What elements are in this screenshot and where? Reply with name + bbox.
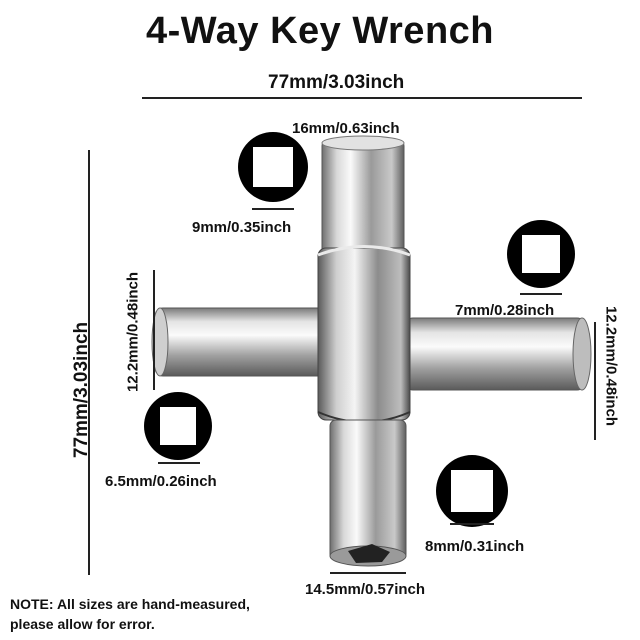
right-arm-label: 12.2mm/0.48inch [602,305,620,427]
overall-width-label: 77mm/3.03inch [268,72,405,93]
socket-9mm-icon [238,132,308,202]
page-title: 4-Way Key Wrench [146,10,494,52]
right-arm [404,317,592,391]
socket-7mm-dim-line [520,293,562,295]
left-arm [151,307,346,377]
note-heading: NOTE: [10,596,54,612]
bottom-shaft [329,419,407,567]
socket-7mm-label: 7mm/0.28inch [455,302,555,319]
socket-8mm-dim-line [450,523,494,525]
socket-6-5mm-icon [144,392,212,460]
left-arm-label: 12.2mm/0.48inch [124,271,142,393]
bottom-shaft-label: 14.5mm/0.57inch [305,581,426,598]
socket-6-5mm-label: 6.5mm/0.26inch [105,473,217,490]
socket-8mm-label: 8mm/0.31inch [425,538,525,555]
left-arm-dim-line [153,270,155,390]
socket-8mm-icon [436,455,508,527]
socket-9mm-dim-line [252,208,294,210]
overall-height-line [88,150,90,575]
top-shaft-label: 16mm/0.63inch [292,120,400,137]
bottom-shaft-dim-line [330,572,406,574]
overall-width-line [142,97,582,99]
socket-6-5mm-dim-line [158,462,200,464]
note-line-1: All sizes are hand-measured, [56,596,250,612]
right-arm-dim-line [594,322,596,440]
socket-9mm-label: 9mm/0.35inch [192,219,292,236]
socket-7mm-icon [507,220,575,288]
central-body [317,245,411,423]
note-line-2: please allow for error. [10,616,155,632]
measurement-note: NOTE: All sizes are hand-measured, pleas… [10,594,250,634]
